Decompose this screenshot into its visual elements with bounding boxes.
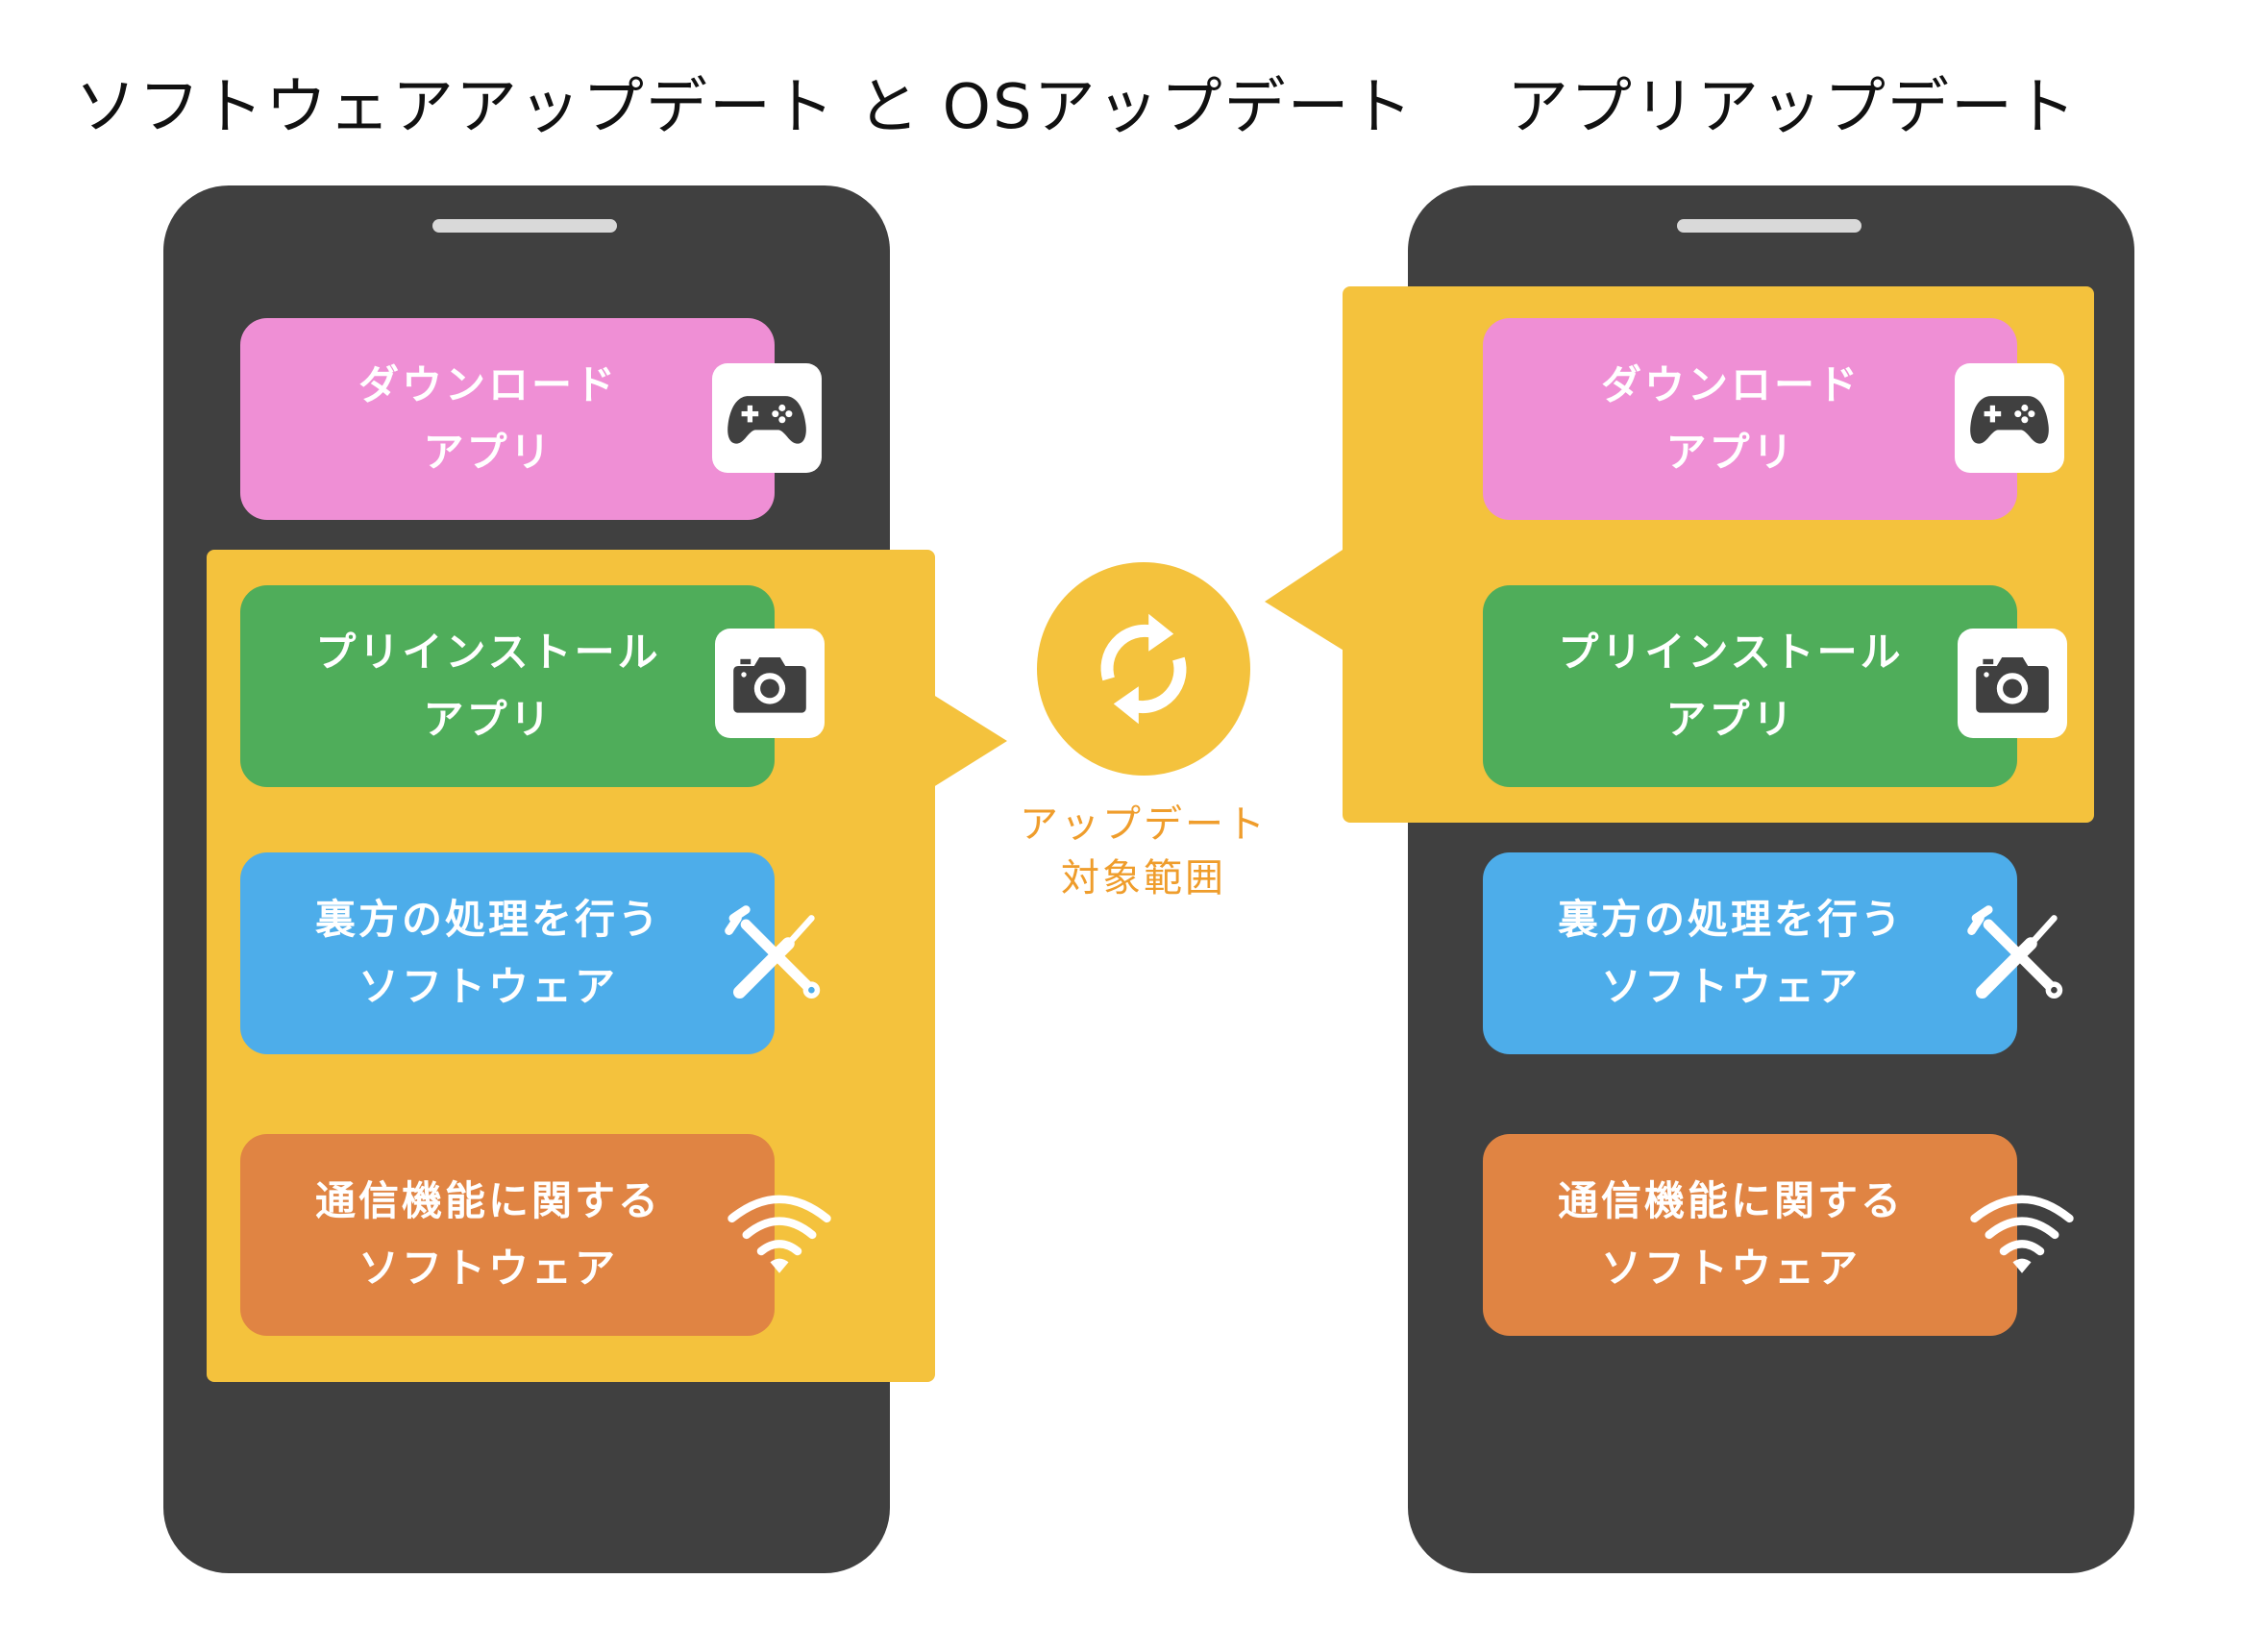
wrench-screwdriver-icon bbox=[1963, 901, 2073, 1011]
card-preinstalled-app: プリインストール アプリ bbox=[1483, 585, 2017, 787]
card-line: アプリ bbox=[423, 696, 554, 743]
card-download-app: ダウンロード アプリ bbox=[240, 318, 775, 520]
card-line: ソフトウェア bbox=[1600, 1245, 1861, 1292]
card-preinstalled-app: プリインストール アプリ bbox=[240, 585, 775, 787]
card-background-software: 裏方の処理を行う ソフトウェア bbox=[1483, 852, 2017, 1054]
card-line: アプリ bbox=[1665, 429, 1796, 476]
camera-icon bbox=[715, 629, 825, 738]
card-background-software: 裏方の処理を行う ソフトウェア bbox=[240, 852, 775, 1054]
card-line: ソフトウェア bbox=[1600, 963, 1861, 1010]
title-app-update: アプリアップデート bbox=[1507, 72, 2078, 143]
card-line: 裏方の処理を行う bbox=[1557, 896, 1904, 943]
card-line: アプリ bbox=[1665, 696, 1796, 743]
wrench-screwdriver-icon bbox=[721, 901, 830, 1011]
card-line: ダウンロード bbox=[357, 361, 618, 408]
card-line: ソフトウェア bbox=[357, 963, 618, 1010]
update-scope-label: アップデート 対象範囲 bbox=[999, 798, 1288, 905]
phone-speaker bbox=[1677, 219, 1861, 233]
card-line: 通信機能に関する bbox=[314, 1177, 661, 1224]
gamepad-icon bbox=[712, 363, 822, 473]
camera-icon bbox=[1958, 629, 2067, 738]
card-communication-software: 通信機能に関する ソフトウェア bbox=[1483, 1134, 2017, 1336]
card-download-app: ダウンロード アプリ bbox=[1483, 318, 2017, 520]
card-line: プリインストール bbox=[1558, 629, 1904, 676]
wifi-icon bbox=[1967, 1178, 2077, 1288]
card-communication-software: 通信機能に関する ソフトウェア bbox=[240, 1134, 775, 1336]
title-software-os-update: ソフトウェアアップデート と OSアップデート bbox=[75, 72, 1415, 143]
pointer-right bbox=[1265, 548, 1345, 652]
refresh-icon bbox=[1037, 562, 1250, 776]
pointer-left bbox=[930, 693, 1007, 789]
phone-speaker bbox=[432, 219, 617, 233]
card-line: プリインストール bbox=[315, 629, 661, 676]
card-line: 通信機能に関する bbox=[1557, 1177, 1904, 1224]
wifi-icon bbox=[725, 1178, 834, 1288]
card-line: 裏方の処理を行う bbox=[314, 896, 661, 943]
update-scope-label-line: 対象範囲 bbox=[1061, 856, 1226, 900]
card-line: アプリ bbox=[423, 429, 554, 476]
update-scope-label-line: アップデート bbox=[1020, 802, 1268, 847]
gamepad-icon bbox=[1955, 363, 2064, 473]
card-line: ダウンロード bbox=[1600, 361, 1861, 408]
card-line: ソフトウェア bbox=[357, 1245, 618, 1292]
